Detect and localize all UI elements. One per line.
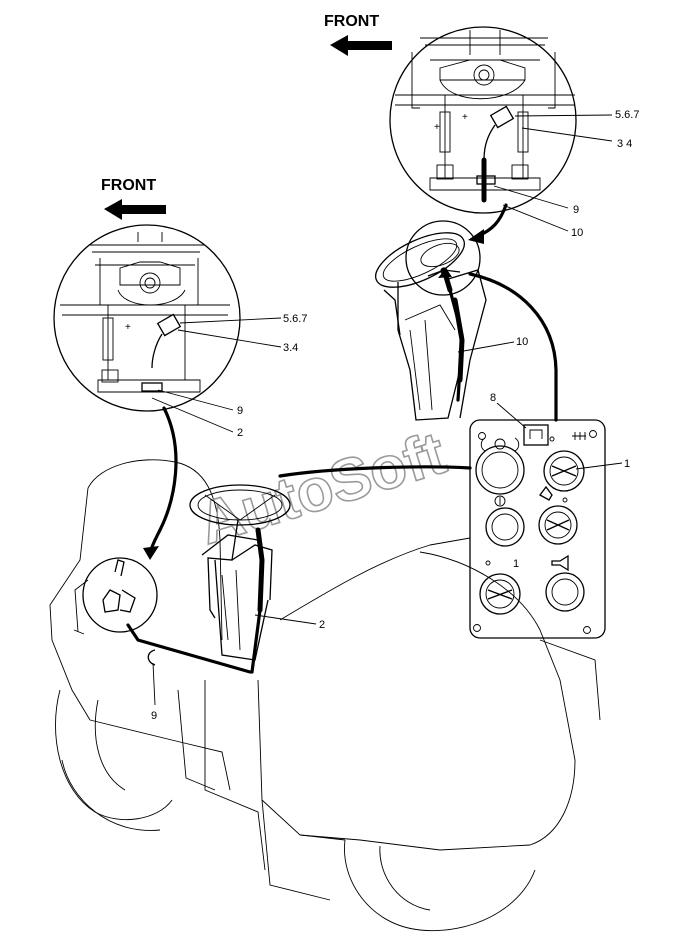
switch-row-2-left[interactable] [485, 507, 525, 547]
wiring-harness [126, 203, 558, 674]
front-label-left: FRONT [101, 177, 156, 194]
callout-top-9: 9 [573, 204, 579, 216]
callout-top-10: 10 [571, 227, 583, 239]
detail-circle-left: + [53, 224, 241, 412]
svg-text:+: + [434, 122, 440, 133]
callout-panel-8: 8 [490, 392, 496, 404]
panel-mark-1: 1 [513, 558, 519, 570]
arrow-head-left [143, 546, 159, 560]
front-arrow-top [330, 35, 392, 56]
callout-panel-1: 1 [624, 458, 630, 470]
callout-left-2: 2 [237, 427, 243, 439]
callout-left-9: 9 [237, 405, 243, 417]
detail-circle-top: + + [389, 26, 577, 214]
callout-column-2: 2 [319, 619, 325, 631]
steering-column-rear [375, 232, 487, 421]
callout-top-5-6-7: 5.6.7 [615, 109, 639, 121]
detail-circle-column [405, 220, 481, 296]
steering-column-front [189, 484, 291, 661]
machine-body-outline [49, 459, 601, 932]
indicator-lamp [475, 437, 525, 507]
detail-circle-lower [73, 557, 158, 635]
fuse-box [523, 424, 549, 446]
watermark: AutoSoft [191, 419, 453, 557]
arrow-head-column [438, 268, 452, 278]
callout-left-5-6-7: 5.6.7 [283, 313, 307, 325]
cable-clip [147, 649, 156, 666]
switch-row-3-left[interactable] [479, 560, 521, 615]
arrow-head-top [468, 229, 484, 244]
front-label-top: FRONT [324, 13, 379, 30]
callout-clip-9: 9 [151, 710, 157, 722]
ignition-switch[interactable] [543, 432, 586, 492]
callout-top-3-4: 3 4 [617, 138, 632, 150]
horn-button[interactable] [545, 554, 585, 612]
svg-text:+: + [125, 322, 131, 333]
callout-left-3-4: 3.4 [283, 342, 298, 354]
callout-column-10: 10 [516, 336, 528, 348]
leader-lines [151, 114, 623, 706]
svg-text:+: + [462, 112, 468, 123]
control-panel [469, 419, 606, 639]
front-arrow-left [104, 199, 166, 220]
switch-row-2-right[interactable] [538, 485, 578, 545]
